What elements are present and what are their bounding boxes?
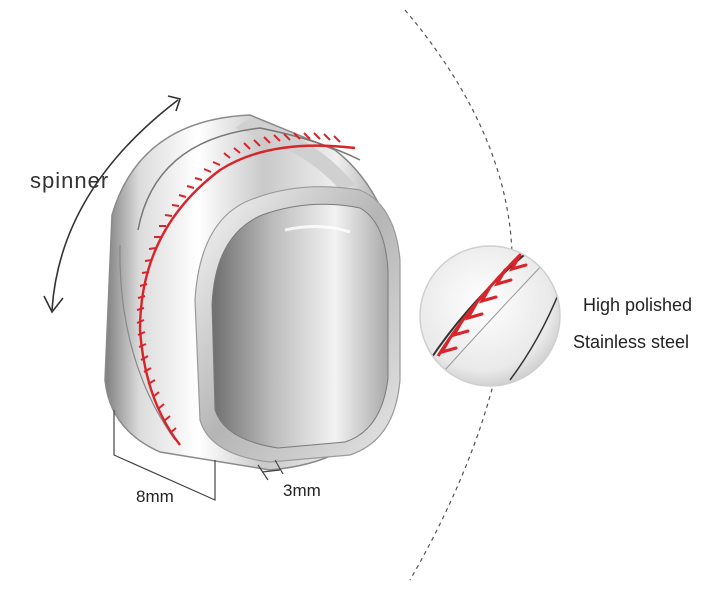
width-label: 8mm <box>136 487 174 506</box>
finish-label-line1: High polished <box>583 295 693 315</box>
width-dimension <box>113 410 216 501</box>
spinner-label: spinner <box>30 168 110 193</box>
thickness-label: 3mm <box>283 481 321 500</box>
ring <box>104 114 401 471</box>
thickness-dimension <box>257 459 284 481</box>
curved-arrow-icon <box>43 95 182 314</box>
zoom-detail <box>420 246 560 386</box>
finish-label-line2: Stainless steel <box>573 332 690 352</box>
